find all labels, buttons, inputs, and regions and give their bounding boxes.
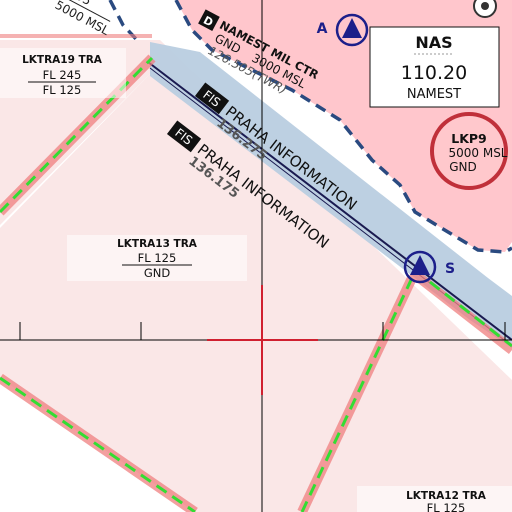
point-a-label: A [317, 21, 328, 37]
tra-borders [0, 34, 512, 512]
reporting-point-s[interactable]: S [403, 250, 455, 284]
vor-info-box[interactable]: NAS 110.20 NAMEST [369, 26, 500, 108]
svg-text:5000 MSL: 5000 MSL [53, 0, 112, 38]
lktra19-name: LKTRA19 TRA [22, 54, 103, 66]
svg-text:95: 95 [74, 0, 94, 8]
lkp9-lower: GND [449, 160, 477, 174]
lktra13-upper: FL 125 [138, 251, 177, 265]
reporting-point-a[interactable]: A [317, 13, 369, 47]
lktra13-label: LKTRA13 TRA FL 125 GND [67, 235, 247, 281]
point-s-label: S [445, 261, 455, 277]
namest-ctr-boundary [174, 0, 512, 254]
map-center-crosshair [207, 285, 318, 395]
lktra12-name: LKTRA12 TRA [406, 490, 487, 502]
lktra13-lower: GND [144, 266, 171, 280]
lkp9-name: LKP9 [451, 131, 487, 146]
vor-id: NAS [415, 33, 452, 52]
lkp9-upper: 5000 MSL [448, 146, 507, 160]
vor-frequency: 110.20 [401, 62, 467, 84]
lktra19-lower: FL 125 [43, 83, 82, 97]
tra-area-lktra13 [0, 40, 512, 512]
partial-airspace-label: 95 5000 MSL [53, 0, 112, 38]
vor-name: NAMEST [407, 87, 461, 102]
lkp9-area[interactable]: LKP9 5000 MSL GND [430, 112, 508, 190]
navaid-symbol-icon[interactable] [473, 0, 497, 18]
lktra19-label: LKTRA19 TRA FL 245 FL 125 [0, 48, 126, 98]
lktra19-upper: FL 245 [43, 68, 82, 82]
airway-centerline [147, 61, 512, 341]
lktra12-label: LKTRA12 TRA FL 125 [357, 486, 512, 512]
lktra12-upper: FL 125 [427, 501, 466, 512]
lktra13-name: LKTRA13 TRA [117, 238, 198, 250]
